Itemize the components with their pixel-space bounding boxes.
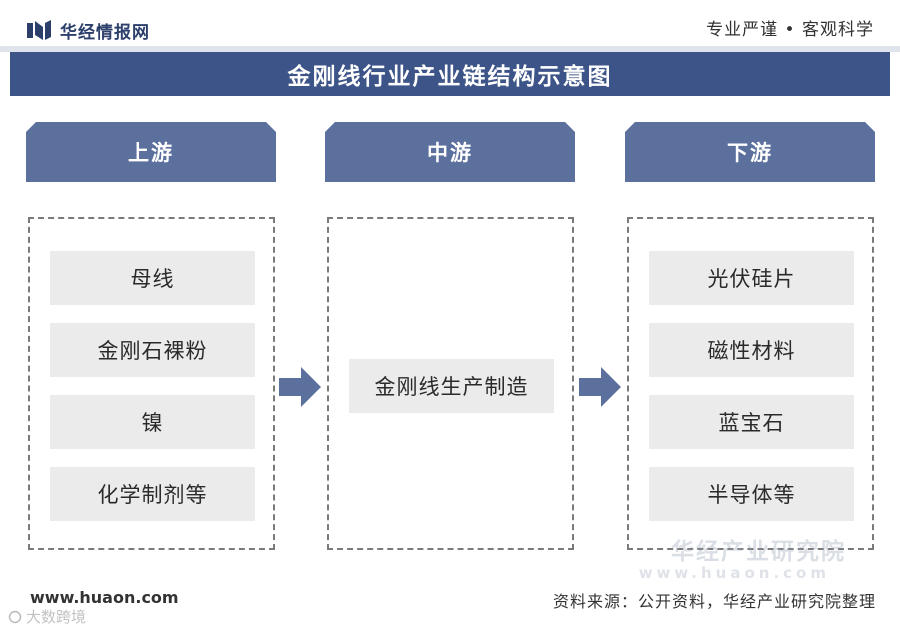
watermark-text: 华经产业研究院 (671, 539, 846, 565)
corner-watermark: 大数跨境 (8, 606, 86, 627)
brand-logo-icon (27, 20, 51, 40)
upstream-item: 金刚石裸粉 (50, 323, 255, 377)
downstream-item: 蓝宝石 (649, 395, 854, 449)
diagram-title: 金刚线行业产业链结构示意图 (10, 52, 890, 96)
chat-bubble-icon (8, 610, 22, 623)
corner-watermark-text: 大数跨境 (26, 608, 87, 626)
downstream-item: 光伏硅片 (649, 251, 854, 305)
downstream-item: 半导体等 (649, 467, 854, 521)
stage-header-downstream: 下游 (625, 122, 875, 182)
flow-arrow-right-icon (279, 367, 321, 407)
header-tagline: 专业严谨 • 客观科学 (706, 20, 874, 40)
footer-source: 资料来源：公开资料，华经产业研究院整理 (552, 592, 876, 611)
upstream-item: 镍 (50, 395, 255, 449)
downstream-item: 磁性材料 (649, 323, 854, 377)
footer-url: www.huaon.com (30, 588, 179, 607)
stage-box-upstream: 母线 金刚石裸粉 镍 化学制剂等 (28, 217, 275, 550)
stage-box-downstream: 光伏硅片 磁性材料 蓝宝石 半导体等 (627, 217, 874, 550)
brand-name: 华经情报网 (60, 22, 150, 43)
upstream-item: 母线 (50, 251, 255, 305)
header-divider (0, 46, 900, 52)
stage-header-midstream: 中游 (325, 122, 575, 182)
midstream-item: 金刚线生产制造 (349, 359, 554, 413)
stage-box-midstream: 金刚线生产制造 (327, 217, 574, 550)
flow-arrow-right-icon (579, 367, 621, 407)
page-header: 华经情报网 专业严谨 • 客观科学 (0, 0, 900, 56)
watermark-url: www.huaon.com (638, 564, 830, 582)
stage-header-upstream: 上游 (26, 122, 276, 182)
upstream-item: 化学制剂等 (50, 467, 255, 521)
brand-logo: 华经情报网 (26, 16, 150, 44)
